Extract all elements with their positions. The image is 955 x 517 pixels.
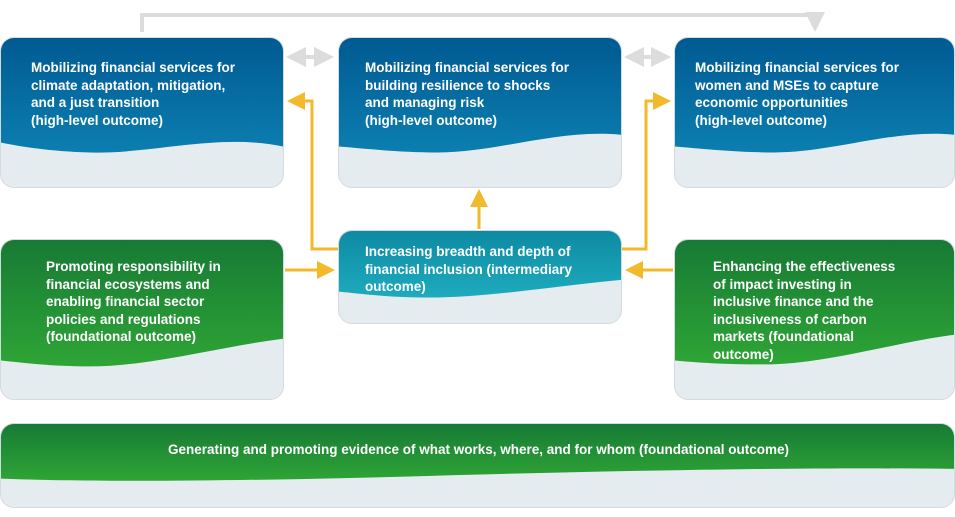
climate-outcome-text: Mobilizing financial services for climat… xyxy=(31,60,236,128)
box-wave-bg xyxy=(1,424,954,481)
box-wave-bg xyxy=(339,231,621,298)
resilience-outcome-text: Mobilizing financial services for buildi… xyxy=(365,60,570,128)
arrow-inclusion-to-women xyxy=(622,92,671,251)
box-wave-bg xyxy=(675,240,954,365)
arrow-inclusion-to-climate xyxy=(287,92,338,251)
resilience-outcome-box: Mobilizing financial services for buildi… xyxy=(338,37,622,188)
box-wave-bg xyxy=(1,38,283,153)
inclusion-outcome-box: Increasing breadth and depth of financia… xyxy=(338,230,622,324)
responsibility-outcome-text: Promoting responsibility in financial ec… xyxy=(46,259,221,344)
evidence-outcome-box: Generating and promoting evidence of wha… xyxy=(0,423,955,508)
box-wave-bg xyxy=(339,38,621,153)
box-wave-bg xyxy=(675,38,954,153)
box-wave-bg xyxy=(1,240,283,367)
women-outcome-box: Mobilizing financial services for women … xyxy=(674,37,955,188)
climate-outcome-box: Mobilizing financial services for climat… xyxy=(0,37,284,188)
inclusion-outcome-text: Increasing breadth and depth of financia… xyxy=(365,244,573,294)
impact-outcome-text: Enhancing the effectiveness of impact in… xyxy=(713,259,896,362)
evidence-outcome-text: Generating and promoting evidence of wha… xyxy=(167,442,790,457)
impact-outcome-box: Enhancing the effectiveness of impact in… xyxy=(674,239,955,400)
women-outcome-text: Mobilizing financial services for women … xyxy=(695,60,900,128)
responsibility-outcome-box: Promoting responsibility in financial ec… xyxy=(0,239,284,400)
gray-top-loop-arrow xyxy=(140,12,825,32)
